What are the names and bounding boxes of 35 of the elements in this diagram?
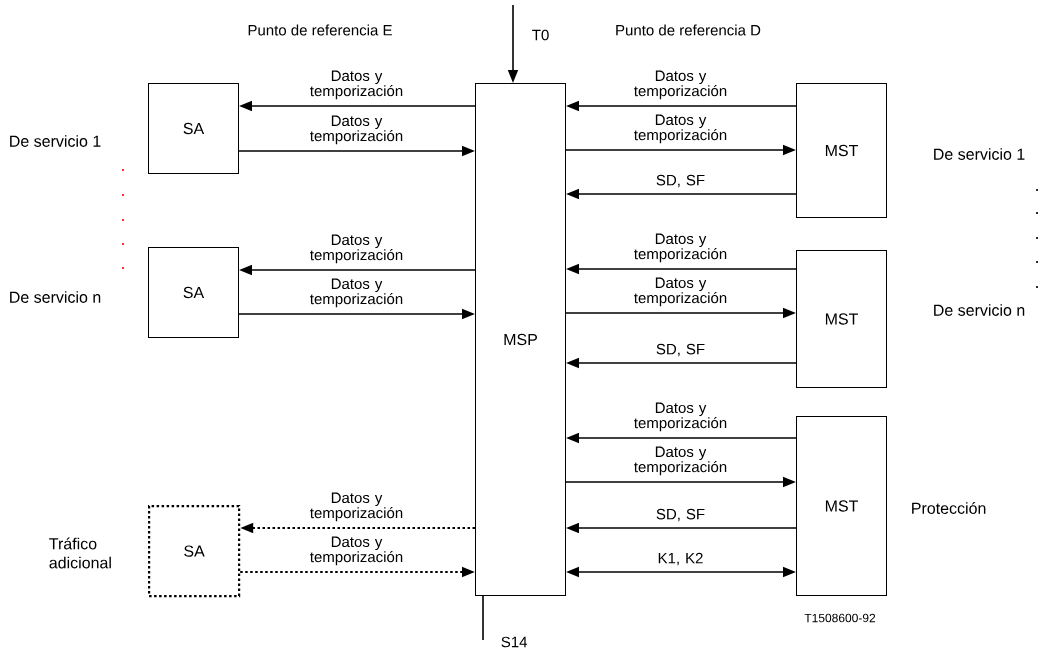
heading-text: Punto de referencia E: [248, 24, 392, 36]
line: [482, 595, 484, 641]
edge-label: S14: [501, 636, 528, 648]
edge-label: Datos y temporización: [310, 492, 403, 522]
edge-label: Datos y temporización: [310, 115, 403, 145]
figure-code: T1508600-92: [804, 613, 876, 623]
side-label: De servicio n: [10, 291, 101, 303]
process-box: SA: [148, 83, 239, 174]
edge-label: T0: [532, 29, 549, 41]
heading-text: Punto de referencia D: [616, 24, 761, 36]
side-label: De servicio n: [934, 304, 1025, 316]
edge-label: Datos y temporización: [310, 278, 403, 308]
process-box: MSP: [475, 83, 566, 596]
process-box: SA: [148, 247, 239, 338]
edge-label: SD, SF: [656, 174, 705, 188]
side-label: Protección: [912, 502, 986, 514]
process-box: MST: [796, 83, 887, 218]
edge-label: Datos y temporización: [634, 446, 727, 476]
edge-label: Datos y temporización: [634, 233, 727, 263]
side-label: De servicio 1: [10, 135, 101, 147]
edge-label: Datos y temporización: [634, 70, 727, 100]
edge-label: Datos y temporización: [310, 536, 403, 566]
edge-label: Datos y temporización: [634, 277, 727, 307]
edge-label: Datos y temporización: [634, 114, 727, 144]
edge-label: Datos y temporización: [634, 402, 727, 432]
side-label: De servicio 1: [934, 148, 1025, 160]
edge-label: Datos y temporización: [310, 234, 403, 264]
process-box: MST: [796, 416, 887, 596]
process-box: MST: [796, 250, 887, 388]
edge-label: SD, SF: [656, 343, 705, 357]
edge-label: SD, SF: [656, 508, 705, 522]
side-label: Tráfico adicional: [49, 537, 111, 569]
process-box: SA: [148, 505, 241, 598]
edge-label: K1, K2: [658, 552, 703, 566]
edge-label: Datos y temporización: [310, 70, 403, 100]
